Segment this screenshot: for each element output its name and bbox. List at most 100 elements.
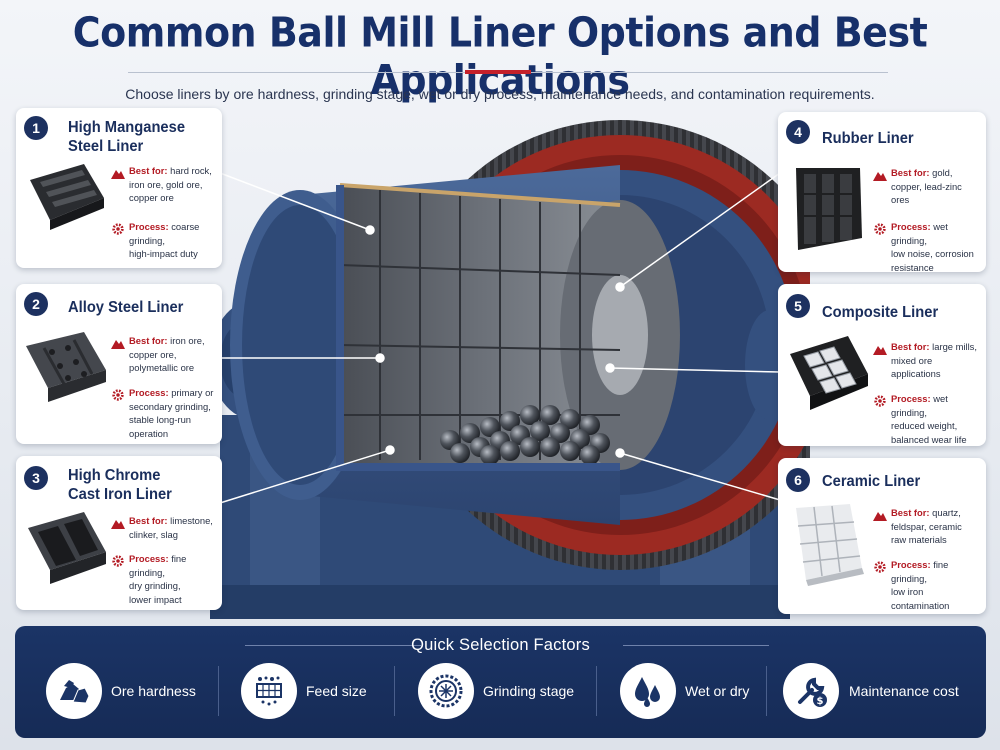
factor-separator bbox=[394, 666, 395, 716]
manganese-liner-image bbox=[30, 164, 104, 230]
best-for-text: Best for: gold, copper, lead-zinc ores bbox=[891, 166, 985, 207]
process-line: stable long-run bbox=[129, 414, 192, 425]
quick-selection-panel: Quick Selection Factors Ore hardness Fee… bbox=[15, 626, 986, 738]
factor-label-wet-or-dry: Wet or dry bbox=[685, 683, 750, 699]
best-for-line: copper ore, bbox=[129, 348, 177, 360]
liner-number-badge: 5 bbox=[786, 294, 810, 318]
page-title: Common Ball Mill Liner Options and Best … bbox=[72, 8, 928, 104]
ball-mill-illustration bbox=[210, 120, 810, 619]
process-label: Process: bbox=[891, 221, 931, 232]
best-for-text: Best for: hard rock, iron ore, gold ore,… bbox=[129, 164, 221, 205]
process-line: secondary grinding, bbox=[129, 400, 211, 412]
process-text: Process: wet grinding, low noise, corros… bbox=[891, 220, 985, 274]
gear-icon bbox=[112, 223, 124, 235]
composite-liner-image bbox=[790, 336, 868, 410]
factor-label-feed-size: Feed size bbox=[306, 683, 367, 699]
process-label: Process: bbox=[129, 553, 169, 564]
svg-text:$: $ bbox=[817, 696, 824, 707]
divider-line bbox=[245, 645, 421, 646]
process-text: Process: wet grinding, reduced weight, b… bbox=[891, 392, 985, 446]
best-for-line: gold, bbox=[932, 167, 953, 178]
factor-separator bbox=[766, 666, 767, 716]
liner-card-rubber: 4 Rubber Liner Best for: gold, copper, l… bbox=[778, 112, 986, 274]
process-label: Process: bbox=[891, 393, 931, 404]
liner-title-line1: High Chrome bbox=[68, 467, 161, 484]
best-for-line: copper, lead-zinc bbox=[891, 180, 962, 192]
factors-title: Quick Selection Factors bbox=[411, 636, 590, 654]
process-line: operation bbox=[129, 427, 169, 439]
liner-title-line1: High Manganese bbox=[68, 119, 186, 136]
factor-label-ore-hardness: Ore hardness bbox=[111, 683, 196, 699]
liner-number-badge: 4 bbox=[786, 120, 810, 144]
gear-icon bbox=[112, 389, 124, 401]
liner-number-badge: 3 bbox=[24, 466, 48, 490]
liner-title-line2: Steel Liner bbox=[68, 138, 144, 155]
best-for-line: clinker, slag bbox=[129, 528, 178, 540]
best-for-label: Best for: bbox=[129, 515, 168, 526]
grinding-stage-icon bbox=[418, 663, 474, 719]
liner-card-high-manganese: 1 High Manganese Steel Liner Best for: h… bbox=[16, 108, 222, 268]
gear-icon bbox=[874, 223, 886, 235]
best-for-text: Best for: quartz, feldspar, ceramic raw … bbox=[891, 506, 985, 547]
liner-number-badge: 6 bbox=[786, 468, 810, 492]
process-line: fine grinding, bbox=[129, 553, 187, 578]
liner-title-line1: Rubber Liner bbox=[822, 130, 914, 147]
mountain-icon bbox=[111, 520, 125, 529]
maintenance-cost-icon: $ bbox=[783, 663, 839, 719]
feed-size-icon bbox=[241, 663, 297, 719]
process-line: fine grinding, bbox=[891, 559, 949, 584]
best-for-line: ores bbox=[891, 194, 910, 205]
mountain-icon bbox=[873, 512, 887, 521]
best-for-line: mixed ore bbox=[891, 354, 933, 366]
best-for-label: Best for: bbox=[129, 335, 168, 346]
process-text: Process: primary or secondary grinding, … bbox=[129, 386, 221, 440]
best-for-line: hard rock, bbox=[170, 165, 212, 176]
mountain-icon bbox=[873, 346, 887, 355]
best-for-label: Best for: bbox=[891, 167, 930, 178]
process-line: dry grinding, bbox=[129, 580, 181, 591]
process-line: reduced weight, bbox=[891, 420, 958, 431]
title-accent-bar bbox=[465, 70, 531, 74]
process-line: low iron bbox=[891, 586, 924, 597]
best-for-line: applications bbox=[891, 368, 941, 379]
liner-card-ceramic: 6 Ceramic Liner Best for: quartz, feldsp… bbox=[778, 458, 986, 614]
liner-card-composite: 5 Composite Liner Best for: large mills,… bbox=[778, 284, 986, 446]
best-for-label: Best for: bbox=[129, 165, 168, 176]
mountain-icon bbox=[873, 172, 887, 181]
process-text: Process: coarse grinding, high-impact du… bbox=[129, 220, 221, 261]
mountain-icon bbox=[111, 170, 125, 179]
ore-hardness-icon bbox=[46, 663, 102, 719]
process-label: Process: bbox=[891, 559, 931, 570]
process-label: Process: bbox=[129, 221, 169, 232]
high-chrome-liner-image bbox=[28, 512, 106, 584]
liner-card-alloy-steel: 2 Alloy Steel Liner Best for: iron ore, … bbox=[16, 284, 222, 444]
best-for-line: polymetallic ore bbox=[129, 362, 195, 373]
process-line: low noise, corrosion bbox=[891, 248, 974, 259]
process-line: contamination bbox=[891, 599, 950, 611]
best-for-label: Best for: bbox=[891, 507, 930, 518]
factor-label-maintenance-cost: Maintenance cost bbox=[849, 683, 959, 699]
gear-icon bbox=[874, 561, 886, 573]
liner-title-line1: Composite Liner bbox=[822, 304, 939, 321]
best-for-line: quartz, bbox=[932, 507, 961, 518]
process-line: wet grinding, bbox=[891, 393, 948, 418]
liner-title-line1: Alloy Steel Liner bbox=[68, 299, 184, 316]
rubber-liner-image bbox=[796, 168, 862, 250]
process-text: Process: fine grinding, dry grinding, lo… bbox=[129, 552, 221, 606]
process-line: resistance bbox=[891, 261, 934, 273]
best-for-label: Best for: bbox=[891, 341, 930, 352]
best-for-text: Best for: large mills, mixed ore applica… bbox=[891, 340, 985, 381]
process-label: Process: bbox=[129, 387, 169, 398]
ceramic-liner-image bbox=[796, 504, 864, 586]
best-for-line: feldspar, ceramic bbox=[891, 520, 962, 532]
liner-title-line2: Cast Iron Liner bbox=[68, 486, 172, 503]
process-line: primary or bbox=[171, 387, 214, 398]
page-subtitle: Choose liners by ore hardness, grinding … bbox=[125, 86, 875, 102]
wet-or-dry-icon bbox=[620, 663, 676, 719]
best-for-line: raw materials bbox=[891, 534, 947, 545]
gear-icon bbox=[112, 555, 124, 567]
best-for-line: large mills, bbox=[932, 341, 977, 352]
liner-number-badge: 2 bbox=[24, 292, 48, 316]
liner-title-line1: Ceramic Liner bbox=[822, 473, 921, 490]
liner-card-high-chrome: 3 High Chrome Cast Iron Liner Best for: … bbox=[16, 456, 222, 610]
